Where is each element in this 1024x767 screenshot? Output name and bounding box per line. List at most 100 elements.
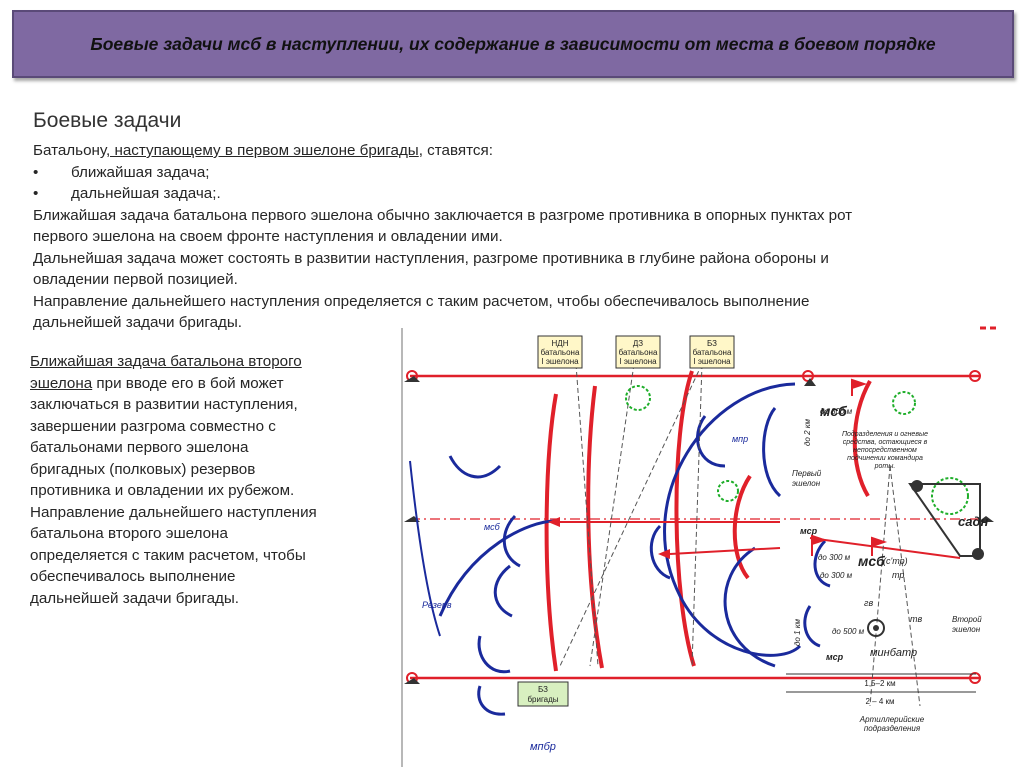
box-dz: ДЗ батальона I эшелона: [615, 335, 661, 369]
svg-text:средства, остающиеся в: средства, остающиеся в: [843, 438, 928, 446]
svg-text:роты.: роты.: [874, 463, 896, 470]
svg-text:Первый: Первый: [792, 469, 822, 478]
svg-text:до 300 м: до 300 м: [818, 553, 851, 562]
bullet-item: • дальнейшая задача;.: [33, 183, 993, 205]
side-line-underlined: эшелона: [30, 374, 93, 392]
minbatr-label: минбатр: [870, 647, 917, 659]
svg-text:до 2 км: до 2 км: [803, 418, 812, 446]
svg-text:I эшелона: I эшелона: [693, 357, 731, 366]
flags: [811, 378, 888, 556]
side-line: противника и овладении их рубежом.: [30, 482, 295, 499]
paragraph-line: Направление дальнейшего наступления опре…: [33, 292, 810, 310]
unit-labels: мсб мсб Резерв мсб мпр мпбр мср мср тр т…: [422, 403, 922, 753]
cmp-label: (с'тр): [883, 556, 908, 566]
box-bz: БЗ батальона I эшелона: [689, 335, 735, 369]
tr-label: тр: [892, 570, 904, 580]
paragraph-line: первого эшелона на своем фронте наступле…: [33, 228, 503, 245]
side-line: дальнейшей задачи бригады.: [30, 589, 240, 607]
svg-text:батальона: батальона: [693, 348, 732, 357]
svg-text:до 300 м: до 300 м: [820, 407, 853, 416]
side-text-block: Ближайшая задача батальона второго эшело…: [30, 351, 380, 609]
task-guide-lines: [559, 363, 921, 707]
msb-top-label: мсб: [820, 403, 847, 419]
side-line-underlined: Ближайшая задача батальона второго: [30, 353, 302, 370]
distance-scale: 1,5–2 км 2 – 4 км: [786, 673, 976, 706]
distance-labels: до 300 м до 2 км до 300 м до 300 м до 50…: [793, 407, 865, 646]
svg-text:I эшелона: I эшелона: [619, 357, 657, 366]
artillery-note: Подразделения и огневые средства, остающ…: [842, 430, 928, 470]
main-text-block: Боевые задачи Батальону, наступающему в …: [33, 108, 993, 334]
svg-text:эшелон: эшелон: [952, 625, 981, 634]
mpr-label: мпр: [732, 434, 748, 444]
side-line: батальонами первого эшелона: [30, 439, 249, 456]
svg-text:до 1 км: до 1 км: [793, 618, 802, 646]
side-line: заключаться в развитии наступления,: [30, 396, 298, 413]
boundary-lines: [406, 370, 981, 684]
attack-arrows: [409, 460, 961, 637]
reserve-label: Резерв: [422, 600, 452, 610]
intro-end: , ставятся:: [418, 142, 493, 159]
artillery-units-label: Артиллерийские подразделения: [859, 715, 925, 733]
dist-1-label: 1,5–2 км: [864, 679, 895, 688]
paragraph-line: овладении первой позицией.: [33, 271, 238, 288]
boundary-markers: [404, 376, 994, 684]
echelon-labels: Первый эшелон Второй эшелон: [792, 469, 982, 634]
intro-line: Батальону, наступающему в первом эшелоне…: [33, 140, 993, 162]
svg-text:эшелон: эшелон: [792, 479, 821, 488]
box-bz-brigady: БЗ бригады: [517, 681, 569, 707]
side-line: эшелона при вводе его в бой может: [30, 373, 380, 395]
svg-text:БЗ: БЗ: [538, 685, 548, 694]
paragraph-line: Ближайшая задача батальона первого эшело…: [33, 206, 853, 224]
side-line: Ближайшая задача батальона второго: [30, 351, 380, 373]
minbatr-icon: [867, 619, 885, 637]
bullet-mark: •: [33, 185, 39, 202]
msb-left-label: мсб: [484, 522, 501, 532]
mpbr-label: мпбр: [530, 741, 556, 753]
msr2-label: мср: [826, 652, 844, 662]
intro-start: Батальону: [33, 142, 106, 159]
side-line: бригадных (полковых) резервов: [30, 460, 256, 478]
paragraph-line: дальнейшей задачи бригады.: [33, 314, 243, 331]
side-line: обеспечивалось выполнение: [30, 568, 236, 585]
gv-label: гв: [864, 598, 873, 608]
side-line: определяется с таким расчетом, чтобы: [30, 546, 306, 564]
svg-text:I эшелона: I эшелона: [541, 357, 579, 366]
svg-text:до 300 м: до 300 м: [820, 571, 853, 580]
sadn-label: садн: [958, 514, 988, 529]
svg-text:до 500 м: до 500 м: [832, 627, 865, 636]
side-line-tail: при вводе его в бой может: [92, 374, 284, 392]
side-line: завершении разгрома совместно с: [30, 417, 276, 435]
bullet-text: ближайшая задача;: [71, 163, 210, 181]
svg-text:подчинении командира: подчинении командира: [847, 454, 923, 462]
dist-2-label: 2 – 4 км: [865, 697, 894, 706]
svg-text:Подразделения и огневые: Подразделения и огневые: [842, 430, 928, 438]
msb-mid-label: мсб: [858, 553, 885, 569]
bullet-text: дальнейшая задача;.: [71, 185, 221, 202]
arrow-head: [548, 517, 560, 527]
svg-text:НДН: НДН: [552, 339, 569, 348]
svg-text:подразделения: подразделения: [864, 724, 921, 733]
slide-header: Боевые задачи мсб в наступлении, их соде…: [12, 10, 1014, 78]
bullet-mark: •: [33, 163, 39, 181]
section-title: Боевые задачи: [33, 109, 182, 132]
arrow-head: [658, 549, 670, 559]
slide-title: Боевые задачи мсб в наступлении, их соде…: [90, 33, 936, 54]
bullet-item: • ближайшая задача;: [33, 162, 993, 184]
box-ndn: НДН батальона I эшелона: [537, 335, 583, 369]
svg-text:Артиллерийские: Артиллерийские: [859, 715, 925, 724]
tv-label: тв: [910, 614, 922, 624]
enemy-positions: [625, 385, 969, 515]
side-line: батальона второго эшелона: [30, 525, 228, 542]
svg-text:бригады: бригады: [527, 695, 558, 704]
sadn-group: садн: [908, 480, 988, 560]
intro-underlined: , наступающему в первом эшелоне бригады: [106, 142, 419, 159]
svg-text:батальона: батальона: [619, 348, 658, 357]
side-line: Направление дальнейшего наступления: [30, 503, 317, 521]
paragraph-line: Дальнейшая задача может состоять в разви…: [33, 249, 829, 267]
svg-text:Второй: Второй: [952, 615, 982, 624]
svg-text:непосредственном: непосредственном: [853, 446, 917, 454]
friendly-units: [438, 382, 831, 716]
svg-text:БЗ: БЗ: [707, 339, 717, 348]
svg-text:батальона: батальона: [541, 348, 580, 357]
battle-order-diagram: садн НДН батальона I эшелона ДЗ батальон…: [401, 326, 1000, 767]
